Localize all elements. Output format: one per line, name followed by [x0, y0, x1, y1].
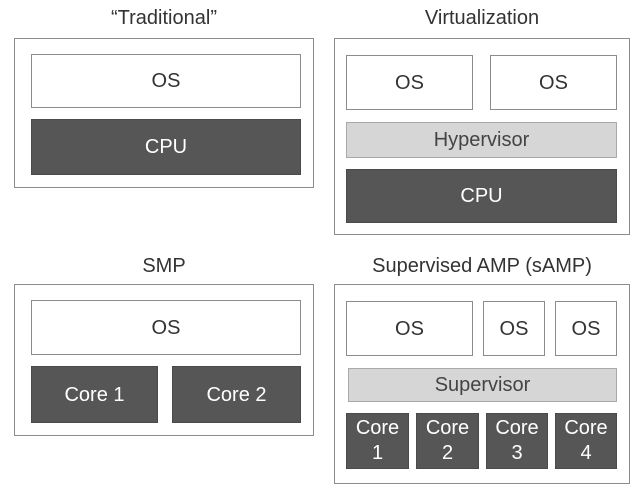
samp-core-4-number: 4 — [580, 442, 592, 464]
virtualization-os-box-1: OS — [346, 55, 473, 110]
samp-os-box-2: OS — [483, 301, 545, 356]
samp-core-3-word: Core — [495, 417, 539, 439]
samp-core-4-word: Core — [564, 417, 608, 439]
samp-core-1-word: Core — [355, 417, 400, 439]
samp-core-1-box: Core 1 — [346, 413, 409, 469]
samp-os-box-3: OS — [555, 301, 617, 356]
samp-core-1-number: 1 — [371, 442, 384, 464]
virtualization-panel: OS OS Hypervisor CPU — [334, 38, 630, 235]
hypervisor-box: Hypervisor — [346, 122, 617, 158]
virtualization-cpu-box: CPU — [346, 169, 617, 223]
samp-core-2-word: Core — [425, 417, 470, 439]
traditional-title: “Traditional” — [111, 7, 217, 29]
samp-title: Supervised AMP (sAMP) — [372, 255, 592, 277]
smp-panel: OS Core 1 Core 2 — [14, 284, 314, 436]
smp-core-1-box: Core 1 — [31, 366, 158, 423]
traditional-cpu-box: CPU — [31, 119, 301, 175]
samp-core-2-box: Core 2 — [416, 413, 479, 469]
smp-title: SMP — [142, 255, 186, 277]
supervisor-box: Supervisor — [348, 368, 617, 402]
smp-os-box: OS — [31, 300, 301, 355]
samp-core-4-box: Core 4 — [555, 413, 617, 469]
samp-core-2-number: 2 — [441, 442, 454, 464]
samp-core-3-box: Core 3 — [486, 413, 548, 469]
smp-core-2-box: Core 2 — [172, 366, 301, 423]
samp-panel: OS OS OS Supervisor Core 1 Core 2 Core 3… — [334, 284, 630, 484]
virtualization-title: Virtualization — [424, 7, 540, 29]
samp-core-3-number: 3 — [511, 442, 523, 464]
traditional-panel: OS CPU — [14, 38, 314, 188]
traditional-os-box: OS — [31, 54, 301, 108]
samp-os-box-1: OS — [346, 301, 473, 356]
virtualization-os-box-2: OS — [490, 55, 617, 110]
